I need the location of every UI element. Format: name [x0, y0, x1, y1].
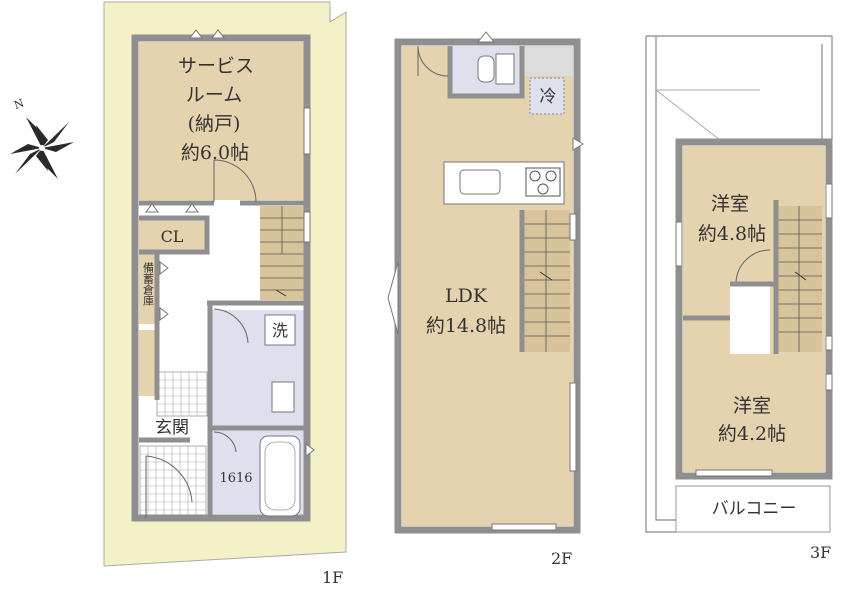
- closet: [139, 220, 207, 250]
- windows-1f: [145, 29, 315, 457]
- room-lower-name-label: 洋室: [733, 395, 771, 417]
- svg-text:サービス: サービス: [178, 55, 254, 77]
- fridge: [529, 77, 565, 115]
- washing-machine: [264, 314, 296, 346]
- bath-size-label: 1616: [219, 471, 252, 486]
- compass-north-label: N: [12, 96, 26, 112]
- washer-label: 洗: [272, 321, 288, 340]
- closet-label: CL: [161, 227, 184, 246]
- floor-1f-label: 1F: [322, 568, 343, 587]
- stairs-2f: [522, 210, 570, 352]
- svg-text:約6.0帖: 約6.0帖: [181, 142, 249, 164]
- bathtub: [259, 435, 301, 517]
- gas-stove: [525, 167, 561, 197]
- ldk-size-label: 約14.8帖: [426, 315, 506, 337]
- stairs-3f: [776, 206, 822, 352]
- storage: [139, 254, 157, 324]
- storage-label: 備蓄倉庫: [142, 262, 155, 307]
- entrance-label: 玄関: [155, 418, 189, 438]
- sink-1f: [271, 381, 295, 413]
- room-lower-size-label: 約4.2帖: [718, 423, 786, 445]
- room-upper-size-label: 約4.8帖: [698, 223, 766, 245]
- floor-2f-label: 2F: [551, 549, 572, 568]
- windows-3f: [675, 183, 833, 477]
- entrance-tiles: [139, 371, 208, 519]
- svg-text:ルーム: ルーム: [186, 84, 242, 106]
- balcony: [675, 485, 831, 533]
- floor-3f: 洋室 約4.8帖 洋室 約4.2帖 バルコニー 3F: [645, 35, 833, 562]
- compass-rose-icon: N: [10, 96, 74, 179]
- service-room: [139, 42, 304, 200]
- windows-2f: [387, 31, 584, 531]
- room-upper-name-label: 洋室: [711, 193, 749, 215]
- floor-2f: 冷 LDK 約14.8帖 2F: [387, 31, 584, 568]
- fridge-label: 冷: [540, 87, 557, 107]
- floor-3f-label: 3F: [810, 543, 831, 562]
- service-room-label: サービス ルーム (納戸) 約6.0帖: [178, 55, 254, 164]
- balcony-label: バルコニー: [712, 499, 797, 519]
- floor-1f: サービス ルーム (納戸) 約6.0帖 CL 備蓄倉庫 玄関 洗 1616 1F: [103, 1, 347, 587]
- ldk-name-label: LDK: [445, 285, 488, 307]
- stairs-1f: [260, 206, 304, 300]
- kitchen-sink: [459, 169, 501, 195]
- svg-text:(納戸): (納戸): [188, 113, 241, 135]
